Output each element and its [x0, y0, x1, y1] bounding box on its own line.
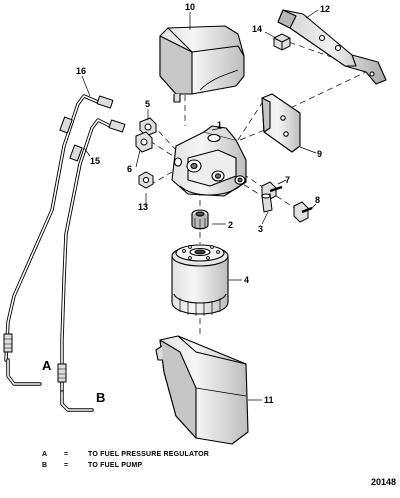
- callout-1: 1: [217, 120, 222, 130]
- part-6-fitting: [135, 131, 153, 153]
- part-1-filter-head: [171, 125, 247, 197]
- line-label-a: A: [42, 358, 52, 373]
- legend-eq-b: =: [64, 462, 69, 469]
- callout-6: 6: [127, 164, 132, 174]
- callout-3: 3: [258, 224, 263, 234]
- callout-13: 13: [138, 202, 148, 212]
- callout-12: 12: [320, 4, 330, 14]
- part-14-nut: [273, 33, 291, 51]
- callout-15: 15: [90, 156, 100, 166]
- legend-text-a: TO FUEL PRESSURE REGULATOR: [88, 451, 209, 458]
- callout-5: 5: [145, 99, 150, 109]
- legend-text-b: TO FUEL PUMP: [88, 462, 143, 469]
- callout-10: 10: [185, 2, 195, 12]
- part-2-adapter: [191, 209, 209, 230]
- callout-11: 11: [264, 395, 274, 405]
- callout-14: 14: [252, 24, 262, 34]
- part-12-bracket: [277, 9, 387, 85]
- part-4-filter: [171, 244, 229, 316]
- callout-16: 16: [76, 66, 86, 76]
- line-label-b: B: [96, 390, 105, 405]
- callout-8: 8: [315, 195, 320, 205]
- part-9-plate: [261, 93, 301, 153]
- callout-4: 4: [244, 275, 249, 285]
- legend-row-a: A = TO FUEL PRESSURE REGULATOR: [42, 451, 209, 458]
- callout-labels: 10 12 14 16 5 1 9 15 6 7 13 8 2 3 4 11 A…: [42, 2, 330, 405]
- leader-lines: [81, 9, 319, 401]
- legend-eq-a: =: [64, 451, 69, 458]
- fuel-lines: [3, 94, 126, 412]
- callout-9: 9: [317, 149, 322, 159]
- legend-key-b: B: [42, 462, 48, 469]
- legend-row-b: B = TO FUEL PUMP: [42, 462, 142, 469]
- callout-2: 2: [228, 220, 233, 230]
- part-10-cover: [159, 25, 245, 103]
- part-5-fitting: [139, 117, 157, 137]
- figure-number: 20148: [370, 477, 396, 487]
- part-8-bolt: [293, 201, 313, 223]
- callout-7: 7: [285, 175, 290, 185]
- part-11-shield: [155, 335, 249, 445]
- part-3-sleeve: [261, 193, 273, 213]
- part-13-nut: [138, 171, 154, 189]
- legend-key-a: A: [42, 451, 48, 458]
